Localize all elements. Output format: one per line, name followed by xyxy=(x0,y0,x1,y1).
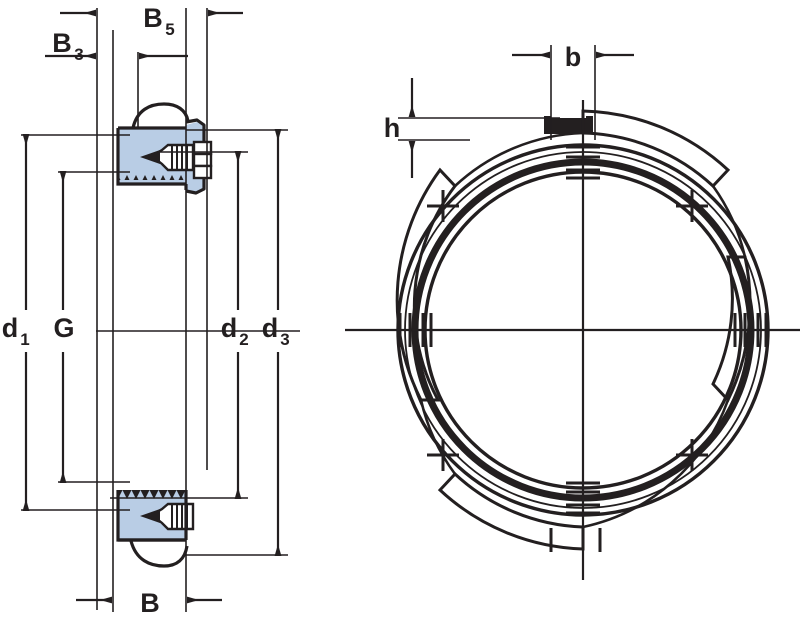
dimension-label-d2-sub: 2 xyxy=(239,330,248,349)
thread-profile-lower xyxy=(118,490,186,499)
dimension-label-B3-sub: 3 xyxy=(74,45,83,64)
set-screw-upper xyxy=(140,143,195,172)
extension-lines-h xyxy=(398,117,560,141)
dimension-label-B5-sub: 5 xyxy=(165,20,174,39)
dimension-label-d1-sub: 1 xyxy=(20,330,29,349)
front-view-centerlines xyxy=(345,100,800,580)
dimension-label-d2-base: d xyxy=(221,313,238,343)
flange-arc-lower xyxy=(129,540,189,568)
dimension-label-B: B xyxy=(140,588,160,618)
extension-lines-b xyxy=(550,45,596,140)
extension-lines-section xyxy=(21,8,288,612)
flange-arc-upper xyxy=(131,102,190,129)
front-view: b h xyxy=(345,42,800,580)
hex-socket-head-upper xyxy=(192,140,213,180)
dimension-label-d1-base: d xyxy=(2,313,19,343)
dimension-label-B3-base: B xyxy=(52,28,72,58)
thread-profile-upper xyxy=(118,175,184,180)
bottom-slot-block xyxy=(549,528,602,552)
nut-body-lower-outline xyxy=(116,490,186,542)
dimension-label-b: b xyxy=(565,42,582,72)
dimension-label-G: G xyxy=(53,313,74,343)
nut-body-upper-outline xyxy=(116,126,186,186)
section-view: B 5 B 3 d 1 G d 2 d 3 B xyxy=(2,3,300,618)
dimension-label-B5-base: B xyxy=(143,3,163,33)
screw-cross-marks xyxy=(427,190,708,471)
top-slot-block xyxy=(544,116,593,134)
dimension-label-d3-sub: 3 xyxy=(280,330,289,349)
dimension-label-h: h xyxy=(384,113,401,143)
dimension-label-d3-base: d xyxy=(262,313,279,343)
